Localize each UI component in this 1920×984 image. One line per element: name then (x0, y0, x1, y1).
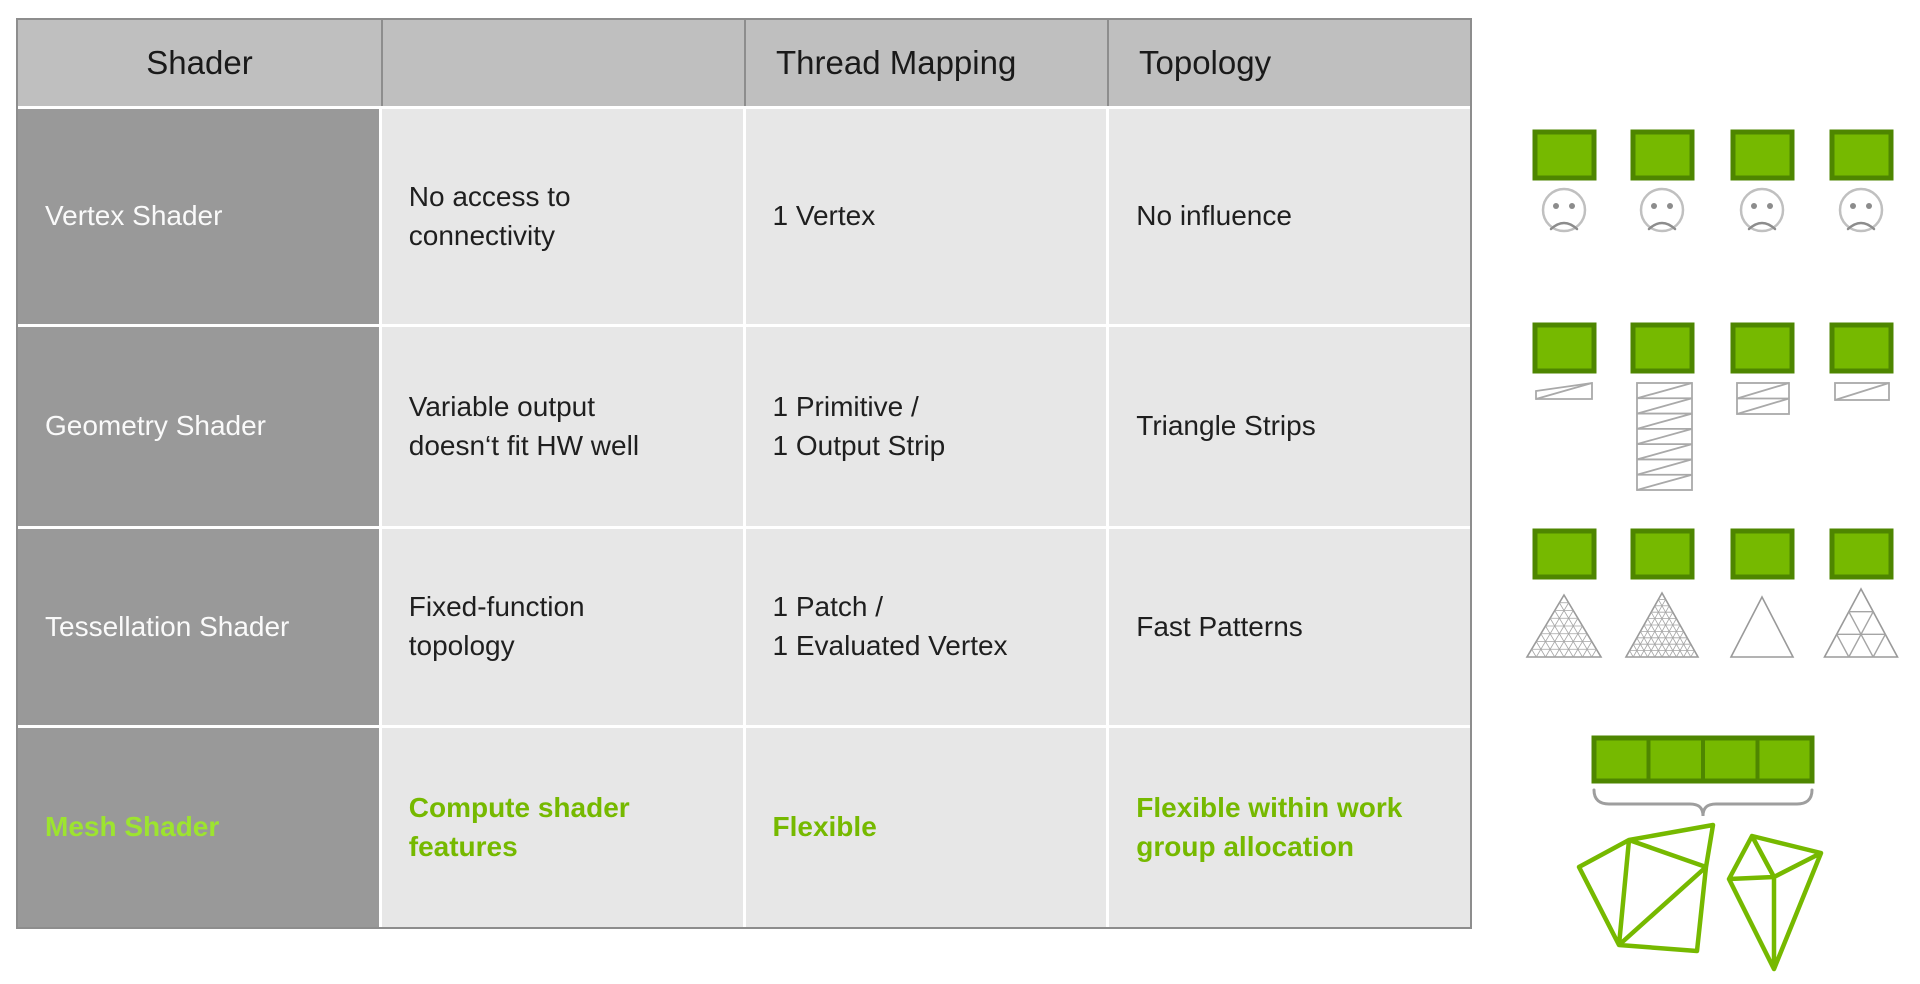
sad-face-icon (1639, 187, 1685, 233)
thread-mapping-cell: 1 Patch / 1 Evaluated Vertex (745, 529, 1107, 725)
limitation-cell: Compute shader features (381, 728, 743, 927)
tessellation-shader-illustration (1525, 528, 1899, 658)
thread-box-icon (1730, 322, 1795, 374)
tessellated-triangle-icon (1525, 593, 1603, 658)
topology-cell: No influence (1109, 109, 1470, 324)
thread-box-icons (1532, 129, 1894, 181)
topology-cell: Triangle Strips (1109, 327, 1470, 526)
thread-box-icons (1532, 322, 1894, 374)
thread-box-icon (1630, 322, 1695, 374)
triangle-strip-icon (1535, 381, 1593, 400)
limitation-cell: No access to connectivity (381, 109, 743, 324)
topology-cell: Flexible within work group allocation (1109, 728, 1470, 927)
geometry-shader-illustration (1532, 322, 1894, 491)
header-cell-shader: Shader (146, 44, 253, 81)
thread-box-icon (1630, 129, 1695, 181)
sad-face-icon (1739, 187, 1785, 233)
thread-box-icon (1730, 129, 1795, 181)
shader-name-cell: Tessellation Shader (18, 529, 379, 725)
thread-box-icons (1532, 528, 1894, 580)
workgroup-bar-icon (1591, 735, 1815, 784)
header-cell-empty (381, 20, 744, 106)
tessellated-triangle-icon (1624, 591, 1700, 658)
limitation-cell: Variable output doesn‘t fit HW well (381, 327, 743, 526)
triangle-strip-icons (1535, 381, 1890, 491)
thread-box-icon (1532, 322, 1597, 374)
tessellated-triangle-icons (1525, 587, 1899, 658)
header-cell-thread-mapping: Thread Mapping (744, 20, 1107, 106)
triangle-strip-icon (1636, 382, 1693, 491)
mesh-shader-illustration (1576, 735, 1824, 972)
vertex-shader-illustration (1532, 129, 1894, 233)
thread-mapping-cell: 1 Vertex (745, 109, 1107, 324)
meshlet-wireframe-icon (1726, 833, 1824, 972)
table-body: Vertex Shader No access to connectivity … (18, 106, 1470, 927)
triangle-strip-icon (1834, 382, 1890, 401)
thread-box-icon (1829, 129, 1894, 181)
shader-name-cell: Geometry Shader (18, 327, 379, 526)
shader-name-cell: Mesh Shader (18, 728, 379, 927)
table-header-row: Shader Thread Mapping Topology (18, 20, 1470, 106)
shader-comparison-table: Shader Thread Mapping Topology Vertex Sh… (16, 18, 1472, 929)
thread-mapping-cell: Flexible (745, 728, 1107, 927)
thread-box-icon (1630, 528, 1695, 580)
brace-icon (1592, 788, 1814, 817)
shader-name-cell: Vertex Shader (18, 109, 379, 324)
thread-box-icon (1829, 322, 1894, 374)
thread-box-icon (1829, 528, 1894, 580)
header-cell-topology: Topology (1107, 20, 1470, 106)
plain-triangle-icon (1729, 595, 1795, 658)
triangle-strip-icon (1736, 382, 1790, 415)
topology-cell: Fast Patterns (1109, 529, 1470, 725)
sad-face-icons (1541, 187, 1884, 233)
sad-face-icon (1838, 187, 1884, 233)
thread-box-icon (1532, 129, 1597, 181)
meshlet-wireframe-icon (1576, 822, 1716, 954)
tessellated-triangle-icon (1823, 587, 1899, 658)
limitation-cell: Fixed-function topology (381, 529, 743, 725)
sad-face-icon (1541, 187, 1587, 233)
thread-box-icon (1532, 528, 1597, 580)
thread-box-icon (1730, 528, 1795, 580)
thread-mapping-cell: 1 Primitive / 1 Output Strip (745, 327, 1107, 526)
